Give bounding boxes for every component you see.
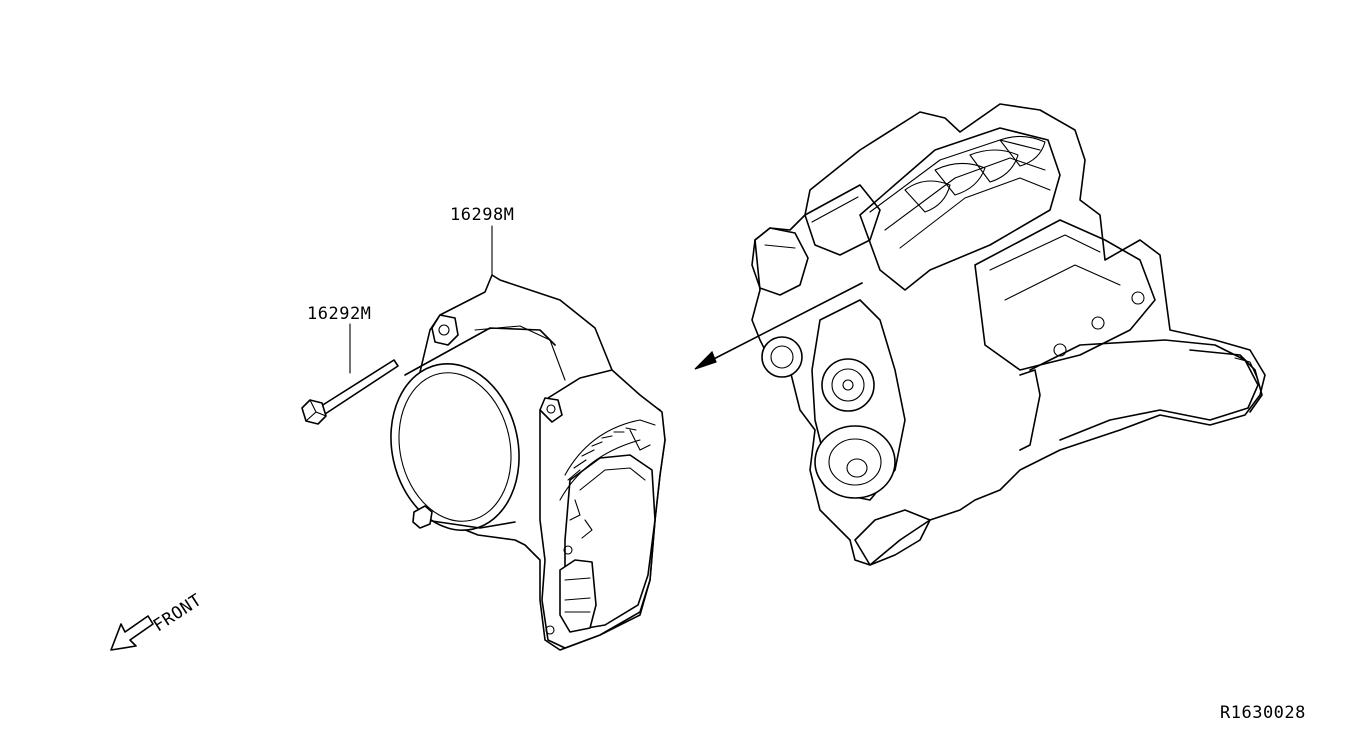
front-indicator: FRONT <box>110 590 206 651</box>
installation-arrow-line <box>699 282 863 367</box>
figure-code: R1630028 <box>1220 703 1306 723</box>
front-arrow-icon <box>110 615 154 651</box>
bolt-part-label: 16292M <box>307 304 371 324</box>
engine-assembly <box>694 103 1266 566</box>
installation-arrow-head <box>694 350 717 370</box>
bolt <box>301 359 399 425</box>
gear-teeth <box>567 427 651 539</box>
front-label: FRONT <box>150 590 206 636</box>
throttle-body-part-label: 16298M <box>450 205 514 225</box>
throttle-body <box>390 274 666 651</box>
